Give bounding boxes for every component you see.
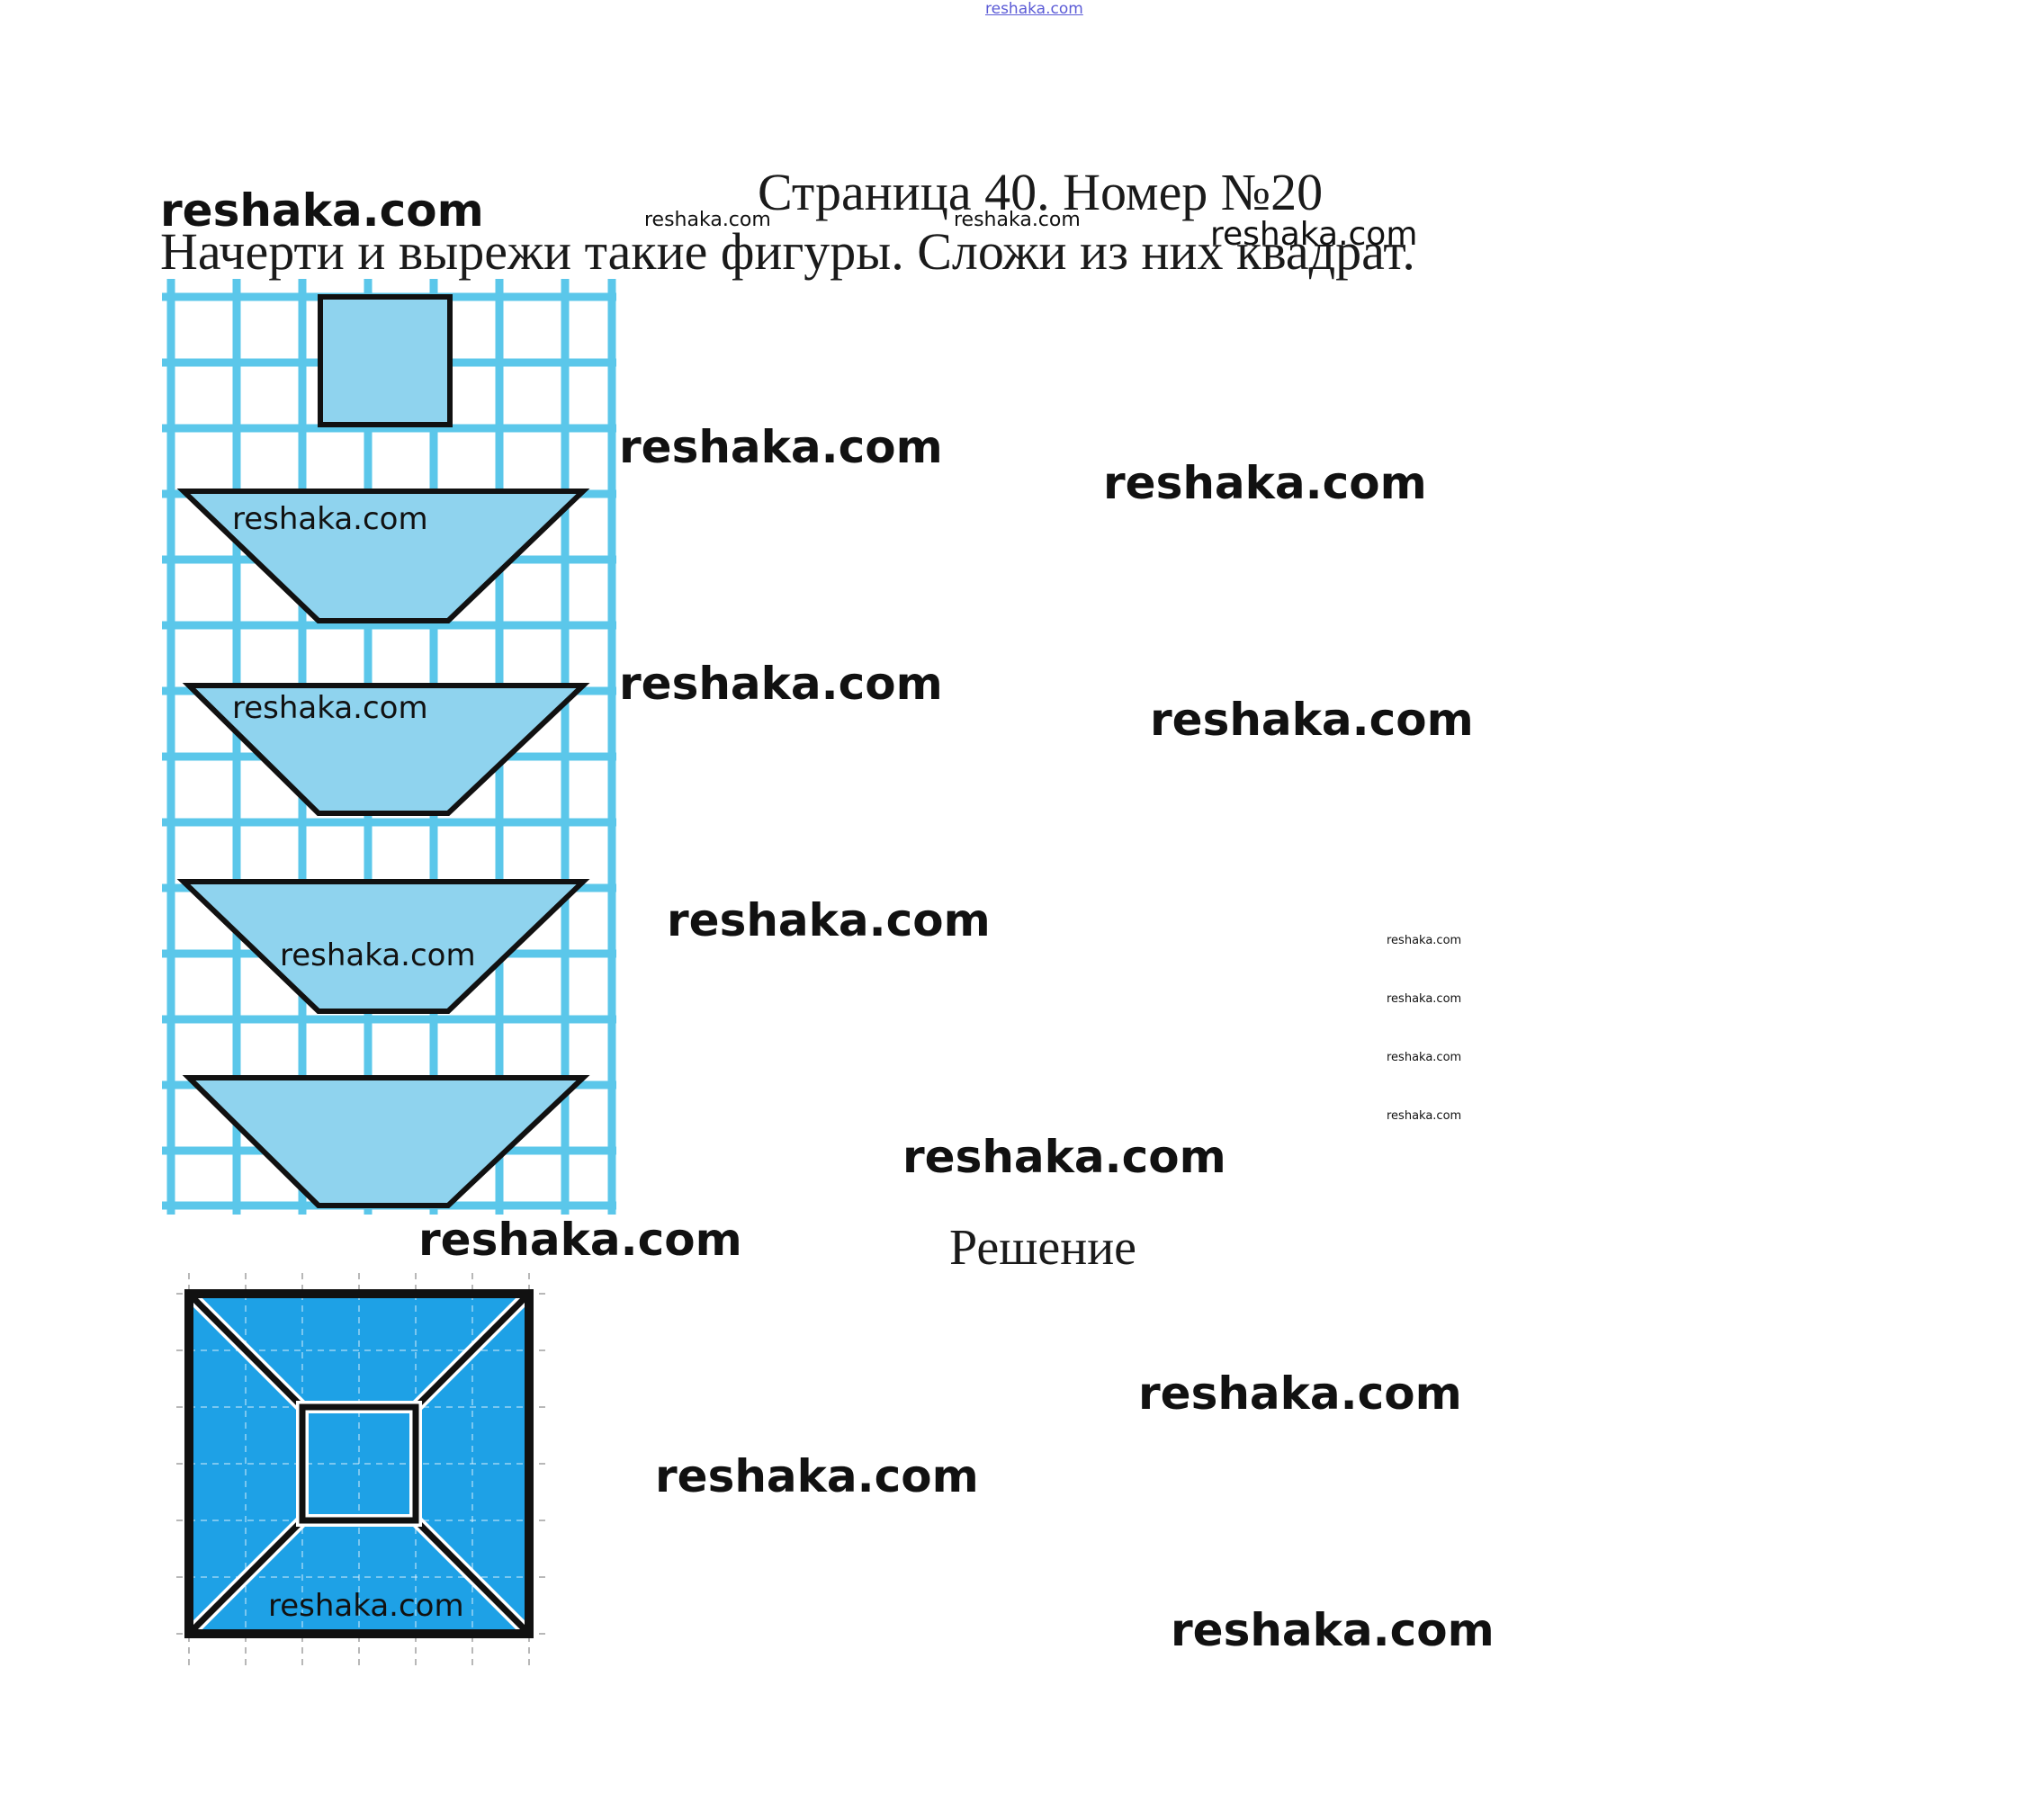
watermark: reshaka.com xyxy=(1103,457,1427,509)
trapezoid-shape-2 xyxy=(182,683,590,816)
trapezoid-shape-4 xyxy=(182,1075,590,1208)
watermark: reshaka.com xyxy=(619,421,943,473)
watermark: reshaka.com xyxy=(268,1588,464,1624)
top-link[interactable]: reshaka.com xyxy=(985,0,1083,18)
watermark: reshaka.com xyxy=(1210,216,1418,253)
square-shape xyxy=(318,294,453,427)
solution-outer-frame xyxy=(184,1289,534,1638)
solution-label: Решение xyxy=(949,1220,1137,1276)
watermark: reshaka.com xyxy=(954,209,1081,231)
watermark: reshaka.com xyxy=(1171,1604,1495,1656)
watermark: reshaka.com xyxy=(655,1450,979,1502)
task-text: Начерти и вырежи такие фигуры. Сложи из … xyxy=(160,222,1415,281)
watermark: reshaka.com xyxy=(232,690,428,726)
watermark: reshaka.com xyxy=(619,658,943,710)
watermark: reshaka.com xyxy=(667,894,991,946)
watermark: reshaka.com xyxy=(1387,1051,1462,1064)
solution-square xyxy=(176,1273,545,1669)
page-title: Страница 40. Номер №20 xyxy=(758,163,1324,221)
trapezoid-shape-3 xyxy=(176,879,590,1014)
trapezoid-shape-1 xyxy=(176,489,590,623)
watermark: reshaka.com xyxy=(418,1214,742,1266)
watermark: reshaka.com xyxy=(1387,992,1462,1006)
watermark: reshaka.com xyxy=(280,937,476,973)
watermark: reshaka.com xyxy=(1387,1109,1462,1123)
watermark: reshaka.com xyxy=(644,209,771,231)
watermark: reshaka.com xyxy=(160,184,484,237)
watermark: reshaka.com xyxy=(902,1131,1226,1183)
watermark: reshaka.com xyxy=(1150,694,1474,746)
watermark: reshaka.com xyxy=(1387,934,1462,947)
watermark: reshaka.com xyxy=(1138,1367,1462,1420)
watermark: reshaka.com xyxy=(232,501,428,537)
task-figures-grid xyxy=(162,279,616,1215)
